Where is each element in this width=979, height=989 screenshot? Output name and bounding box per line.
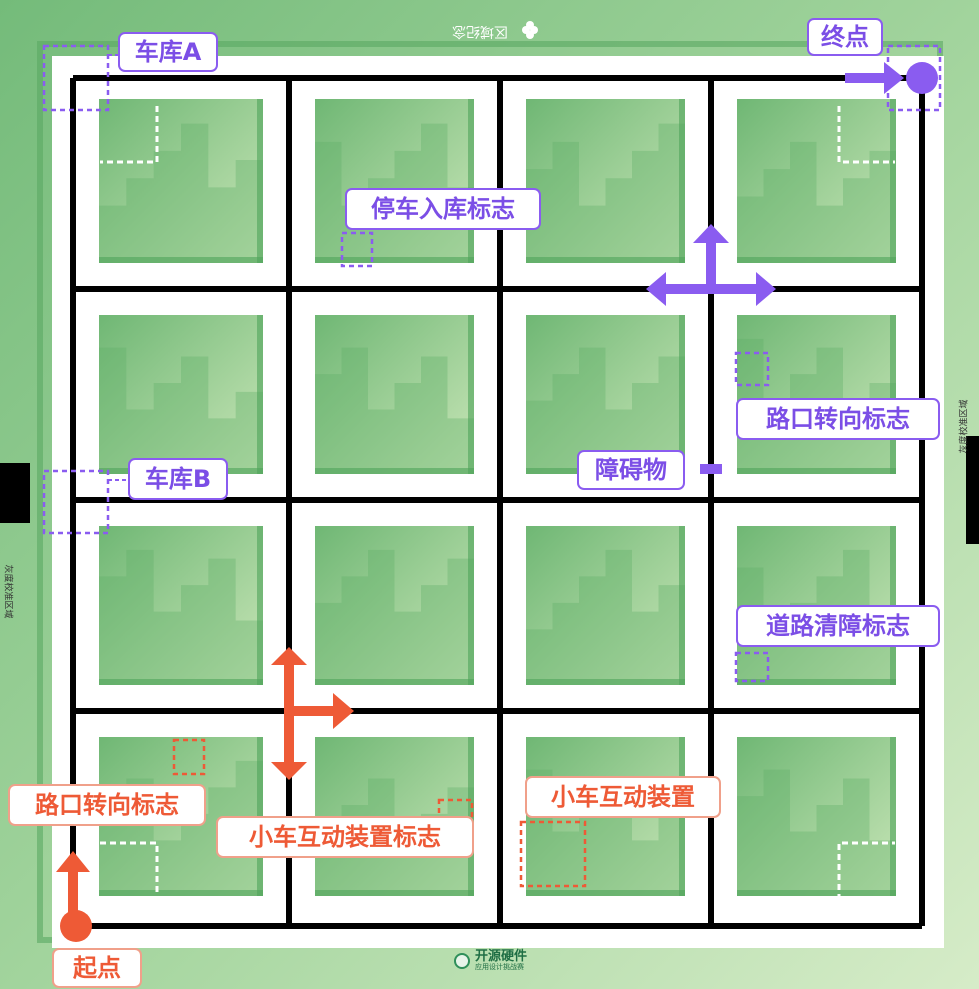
- left-calibration-text: 灰度校准区域: [3, 564, 16, 618]
- start-dot: [60, 910, 92, 942]
- label-parking-sign: 停车入库标志: [345, 188, 541, 230]
- label-interaction-device: 小车互动装置: [525, 776, 721, 818]
- label-end: 终点: [807, 18, 883, 56]
- arrow-right-shaft: [289, 706, 335, 716]
- label-orange-turn-sign: 路口转向标志: [8, 784, 206, 826]
- top-region-text: 区域纪念: [452, 22, 508, 42]
- city-tile: [99, 99, 263, 263]
- brand-subtitle: 应用设计挑战赛: [475, 963, 527, 971]
- brand-logo: 开源硬件 应用设计挑战赛: [454, 950, 527, 971]
- label-interaction-device-sign: 小车互动装置标志: [216, 816, 474, 858]
- city-tile: [315, 315, 474, 474]
- city-tile: [526, 526, 685, 685]
- city-tile: [526, 99, 685, 263]
- brand-text: 开源硬件 应用设计挑战赛: [475, 950, 527, 971]
- start-arrow-shaft: [68, 868, 78, 914]
- obstacle-block: [700, 464, 722, 474]
- arrow-horizontal-shaft: [664, 284, 758, 294]
- label-obstacle: 障碍物: [577, 450, 685, 490]
- label-start: 起点: [52, 948, 142, 988]
- end-dot: [906, 62, 938, 94]
- city-tile: [99, 526, 263, 685]
- label-garage-b: 车库B: [128, 458, 228, 500]
- city-tile: [737, 737, 896, 896]
- right-calibration-text: 灰度校准区域: [957, 399, 970, 453]
- calibration-bar-left: [0, 463, 30, 523]
- label-turn-sign: 路口转向标志: [736, 398, 940, 440]
- city-tile: [737, 315, 896, 474]
- city-tile: [99, 315, 263, 474]
- label-road-clear-sign: 道路清障标志: [736, 605, 940, 647]
- label-garage-a: 车库A: [118, 32, 218, 72]
- hex-logo-icon: [454, 953, 470, 969]
- brand-title: 开源硬件: [475, 950, 527, 963]
- city-tile: [315, 99, 474, 263]
- city-tile: [315, 526, 474, 685]
- city-tile: [737, 99, 896, 263]
